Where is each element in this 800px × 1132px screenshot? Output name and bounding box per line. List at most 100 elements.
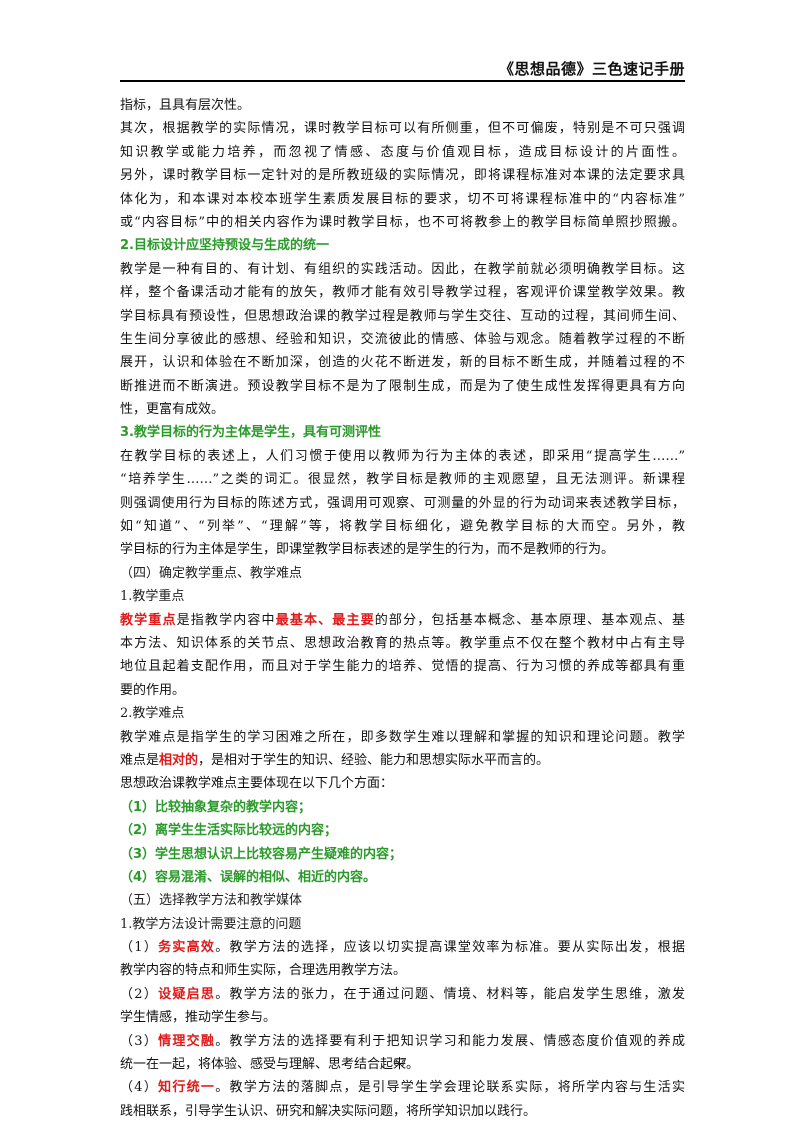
text-segment: 难点是 xyxy=(120,752,160,768)
text-line: 样，整个备课活动才能有的放矢，教师才能有效引导教学过程，客观评价课堂教学效果。教 xyxy=(120,281,685,304)
text-line: （4）知行统一。教学方法的落脚点，是引导学生学会理论联系实际，将所学内容与生活实 xyxy=(120,1076,685,1099)
text-line: （五）选择教学方法和教学媒体 xyxy=(120,889,685,912)
text-line: （2）设疑启思。教学方法的张力，在于通过问题、情境、材料等，能启发学生思维，激发 xyxy=(120,983,685,1006)
text-line: 或“内容目标”中的相关内容作为课时教学目标，也不可将教参上的教学目标简单照抄照搬… xyxy=(120,211,685,234)
text-segment: 践相联系，引导学生认识、研究和解决实际问题，将所学知识加以践行。 xyxy=(120,1103,537,1119)
text-line: 1.教学重点 xyxy=(120,585,685,608)
text-line: 3.教学目标的行为主体是学生，具有可测评性 xyxy=(120,421,685,444)
text-segment: 地位且起着支配作用，而且对于学生能力的培养、觉悟的提高、行为习惯的养成等都具有重 xyxy=(120,659,685,675)
text-line: 断推进而不断演进。预设教学目标不是为了限制生成，而是为了使生成性发挥得更具有方向 xyxy=(120,375,685,398)
section-heading: （4）容易混淆、误解的相似、相近的内容。 xyxy=(120,869,377,885)
text-segment: 教学难点是指学生的学习困难之所在，即多数学生难以理解和掌握的知识和理论问题。教学 xyxy=(120,729,685,745)
text-segment: 在教学目标的表述上，人们习惯于使用以教师为行为主体的表述，即采用“提高学生……” xyxy=(120,448,685,464)
text-segment: 是指教学内容中 xyxy=(176,612,276,628)
text-line: 学目标的行为主体是学生，即课堂教学目标表述的是学生的行为，而不是教师的行为。 xyxy=(120,538,685,561)
text-segment: 学目标具有预设性，但思想政治课的教学过程是教师与学生交往、互动的过程，其间师生间… xyxy=(120,308,685,324)
text-segment: 学目标的行为主体是学生，即课堂教学目标表述的是学生的行为，而不是教师的行为。 xyxy=(120,542,615,558)
text-segment: 教学是一种有目的、有计划、有组织的实践活动。因此，在教学前就必须明确教学目标。这 xyxy=(120,261,685,277)
text-segment: 如“知道”、“列举”、“理解”等，将教学目标细化，避免教学目标的大而空。另外，教 xyxy=(120,519,685,535)
section-heading: （2）离学生生活实际比较远的内容； xyxy=(120,823,338,839)
text-line: 要的作用。 xyxy=(120,679,685,702)
text-line: 地位且起着支配作用，而且对于学生能力的培养、觉悟的提高、行为习惯的养成等都具有重 xyxy=(120,655,685,678)
text-line: 教学难点是指学生的学习困难之所在，即多数学生难以理解和掌握的知识和理论问题。教学 xyxy=(120,726,685,749)
text-line: 2.教学难点 xyxy=(120,702,685,725)
text-segment: （2） xyxy=(120,986,159,1002)
key-term: 设疑启思 xyxy=(158,986,216,1002)
text-line: 学目标具有预设性，但思想政治课的教学过程是教师与学生交往、互动的过程，其间师生间… xyxy=(120,305,685,328)
text-segment: 性，更富有成效。 xyxy=(120,402,225,418)
text-line: 性，更富有成效。 xyxy=(120,398,685,421)
text-line: 践相联系，引导学生认识、研究和解决实际问题，将所学知识加以践行。 xyxy=(120,1100,685,1123)
text-line: 教学内容的特点和师生实际，合理选用教学方法。 xyxy=(120,959,685,982)
section-heading: （1）比较抽象复杂的教学内容； xyxy=(120,799,312,815)
text-segment: （四）确定教学重点、教学难点 xyxy=(120,565,303,581)
text-line: 1.教学方法设计需要注意的问题 xyxy=(120,913,685,936)
text-line: 如“知道”、“列举”、“理解”等，将教学目标细化，避免教学目标的大而空。另外，教 xyxy=(120,515,685,538)
text-segment: 展开，认识和体验在不断加深，创造的火花不断迸发，新的目标不断生成，并随着过程的不 xyxy=(120,355,685,371)
text-segment: 要的作用。 xyxy=(120,682,186,698)
text-line: 展开，认识和体验在不断加深，创造的火花不断迸发，新的目标不断生成，并随着过程的不 xyxy=(120,351,685,374)
text-segment: 。教学方法的选择，应该以切实提高课堂效率为标准。要从实际出发，根据 xyxy=(215,940,685,956)
text-line: （四）确定教学重点、教学难点 xyxy=(120,562,685,585)
text-segment: 。教学方法的落脚点，是引导学生学会理论联系实际，将所学内容与生活实 xyxy=(215,1080,685,1096)
text-line: 学生情感，推动学生参与。 xyxy=(120,1006,685,1029)
section-heading: 3.教学目标的行为主体是学生，具有可测评性 xyxy=(120,425,381,441)
text-segment: 1.教学方法设计需要注意的问题 xyxy=(120,916,302,932)
text-segment: 2.教学难点 xyxy=(120,706,185,722)
document-body: 指标，且具有层次性。其次，根据教学的实际情况，课时教学目标可以有所侧重，但不可偏… xyxy=(120,94,685,1123)
text-segment: 其次，根据教学的实际情况，课时教学目标可以有所侧重，但不可偏废，特别是不可只强调 xyxy=(120,121,685,137)
text-segment: 教学内容的特点和师生实际，合理选用教学方法。 xyxy=(120,963,407,979)
text-line: 体化为，和本课对本校本班学生素质发展目标的要求，切不可将课程标准中的“内容标准” xyxy=(120,188,685,211)
text-segment: （4） xyxy=(120,1080,159,1096)
key-term: 相对的 xyxy=(159,752,199,768)
text-segment: 学生情感，推动学生参与。 xyxy=(120,1010,277,1026)
text-segment: 样，整个备课活动才能有的放矢，教师才能有效引导教学过程，客观评价课堂教学效果。教 xyxy=(120,285,685,301)
text-line: （3）情理交融。教学方法的选择要有利于把知识学习和能力发展、情感态度价值观的养成 xyxy=(120,1030,685,1053)
text-line: （3）学生思想认识上比较容易产生疑难的内容； xyxy=(120,843,685,866)
key-term: 务实高效 xyxy=(158,940,216,956)
key-term: 情理交融 xyxy=(158,1033,216,1049)
text-line: “培养学生……”之类的词汇。很显然，教学目标是教师的主观愿望，且无法测评。新课程 xyxy=(120,468,685,491)
text-segment: 则强调使用行为目标的陈述方式，强调用可观察、可测量的外显的行为动词来表述教学目标… xyxy=(120,495,685,511)
text-line: （2）离学生生活实际比较远的内容； xyxy=(120,819,685,842)
text-segment: 另外，课时教学目标一定针对的是所教班级的实际情况，即将课程标准对本课的法定要求具 xyxy=(120,168,685,184)
text-segment: 或“内容目标”中的相关内容作为课时教学目标，也不可将教参上的教学目标简单照抄照搬… xyxy=(120,214,685,230)
text-segment: “培养学生……”之类的词汇。很显然，教学目标是教师的主观愿望，且无法测评。新课程 xyxy=(120,472,685,488)
section-heading: 2.目标设计应坚持预设与生成的统一 xyxy=(120,238,329,254)
text-segment: 。教学方法的选择要有利于把知识学习和能力发展、情感态度价值观的养成 xyxy=(215,1033,685,1049)
text-line: 2.目标设计应坚持预设与生成的统一 xyxy=(120,234,685,257)
text-segment: 断推进而不断演进。预设教学目标不是为了限制生成，而是为了使生成性发挥得更具有方向 xyxy=(120,378,685,394)
text-line: 思想政治课教学难点主要体现在以下几个方面： xyxy=(120,772,685,795)
text-line: （1）比较抽象复杂的教学内容； xyxy=(120,796,685,819)
page-header: 《思想品德》三色速记手册 xyxy=(120,40,685,82)
key-term: 教学重点 xyxy=(120,612,177,628)
text-line: 知识教学或能力培养，而忽视了情感、态度与价值观目标，造成目标设计的片面性。 xyxy=(120,141,685,164)
text-line: 则强调使用行为目标的陈述方式，强调用可观察、可测量的外显的行为动词来表述教学目标… xyxy=(120,492,685,515)
text-line: 难点是相对的，是相对于学生的知识、经验、能力和思想实际水平而言的。 xyxy=(120,749,685,772)
text-line: 本方法、知识体系的关节点、思想政治教育的热点等。教学重点不仅在整个教材中占有主导 xyxy=(120,632,685,655)
text-line: 指标，且具有层次性。 xyxy=(120,94,685,117)
text-segment: 知识教学或能力培养，而忽视了情感、态度与价值观目标，造成目标设计的片面性。 xyxy=(120,144,685,160)
text-segment: 指标，且具有层次性。 xyxy=(120,98,251,113)
text-segment: 的部分，包括基本概念、基本原理、基本观点、基 xyxy=(374,612,685,628)
section-heading: （3）学生思想认识上比较容易产生疑难的内容； xyxy=(120,846,403,862)
text-segment: 1.教学重点 xyxy=(120,589,185,605)
text-segment: 体化为，和本课对本校本班学生素质发展目标的要求，切不可将课程标准中的“内容标准” xyxy=(120,191,685,207)
text-line: 其次，根据教学的实际情况，课时教学目标可以有所侧重，但不可偏废，特别是不可只强调 xyxy=(120,117,685,140)
header-title: 《思想品德》三色速记手册 xyxy=(498,60,685,78)
text-line: （4）容易混淆、误解的相似、相近的内容。 xyxy=(120,866,685,889)
text-segment: 思想政治课教学难点主要体现在以下几个方面： xyxy=(120,776,394,792)
text-line: 教学是一种有目的、有计划、有组织的实践活动。因此，在教学前就必须明确教学目标。这 xyxy=(120,258,685,281)
key-term: 知行统一 xyxy=(158,1080,216,1096)
text-segment: 。教学方法的张力，在于通过问题、情境、材料等，能启发学生思维，激发 xyxy=(215,986,685,1002)
key-term: 最基本、最主要 xyxy=(275,612,375,628)
text-segment: （1） xyxy=(120,940,159,956)
text-segment: （3） xyxy=(120,1033,159,1049)
text-segment: 统一在一起，将体验、感受与理解、思考结合起来。 xyxy=(120,1057,420,1073)
text-segment: ，是相对于学生的知识、经验、能力和思想实际水平而言的。 xyxy=(198,752,550,768)
text-line: 教学重点是指教学内容中最基本、最主要的部分，包括基本概念、基本原理、基本观点、基 xyxy=(120,609,685,632)
text-line: 另外，课时教学目标一定针对的是所教班级的实际情况，即将课程标准对本课的法定要求具 xyxy=(120,164,685,187)
text-segment: 本方法、知识体系的关节点、思想政治教育的热点等。教学重点不仅在整个教材中占有主导 xyxy=(120,635,685,651)
text-segment: 生生间分享彼此的感想、经验和知识，交流彼此的情感、体验与观念。随着教学过程的不断 xyxy=(120,331,685,347)
page-number: 67 xyxy=(393,1056,407,1069)
